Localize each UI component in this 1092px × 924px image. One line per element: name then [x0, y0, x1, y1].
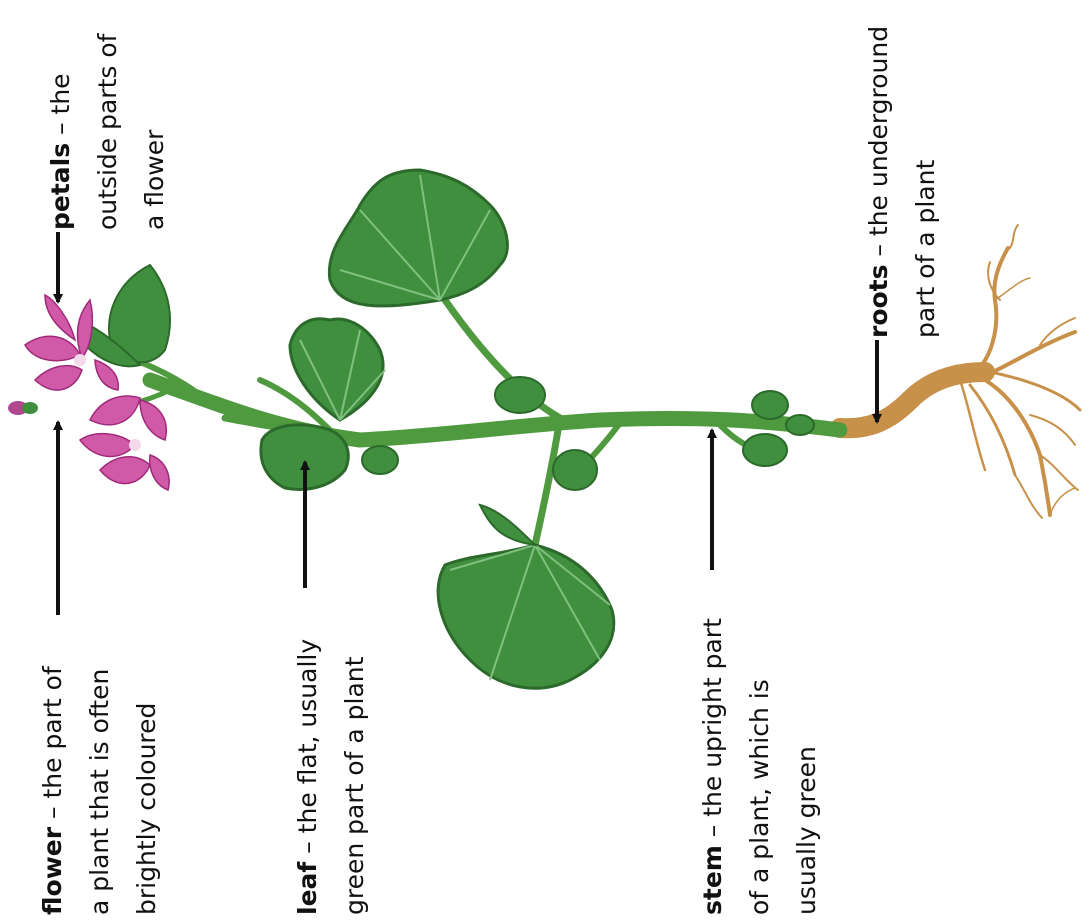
petals-term: petals: [46, 143, 75, 230]
leaf-near-flower: [80, 265, 170, 366]
flower-desc-2: a plant that is often: [87, 666, 134, 915]
petals-desc-1: – the: [46, 73, 75, 142]
petals-desc-3: a flower: [142, 34, 189, 230]
flower-term: flower: [38, 827, 67, 915]
roots-desc-1: – the underground: [864, 26, 893, 265]
stem-label: stem – the upright part of a plant, whic…: [700, 618, 841, 915]
stem-term: stem: [698, 845, 727, 915]
flower-bud: [8, 401, 38, 415]
flower-desc-3: brightly coloured: [134, 666, 181, 915]
leaf-top-right: [329, 170, 507, 306]
leaf-bottom: [438, 505, 614, 688]
roots-desc-2: part of a plant: [913, 26, 960, 338]
stem-desc-1: – the upright part: [698, 618, 727, 845]
leaf-desc-2: green part of a plant: [342, 639, 389, 915]
stem-desc-3: usually green: [794, 618, 841, 915]
leaf-term: leaf: [293, 862, 322, 915]
stems: [110, 300, 840, 545]
leaf-label: leaf – the flat, usually green part of a…: [295, 639, 389, 915]
roots-label: roots – the underground part of a plant: [866, 26, 960, 338]
petals-label: petals – the outside parts of a flower: [48, 34, 189, 230]
flower-desc-1: – the part of: [38, 666, 67, 827]
petals-desc-2: outside parts of: [95, 34, 142, 230]
roots-term: roots: [864, 264, 893, 338]
flower-bottom: [80, 396, 169, 490]
leaf-desc-1: – the flat, usually: [293, 639, 322, 862]
flower-label: flower – the part of a plant that is oft…: [40, 666, 181, 915]
stem-desc-2: of a plant, which is: [747, 618, 794, 915]
